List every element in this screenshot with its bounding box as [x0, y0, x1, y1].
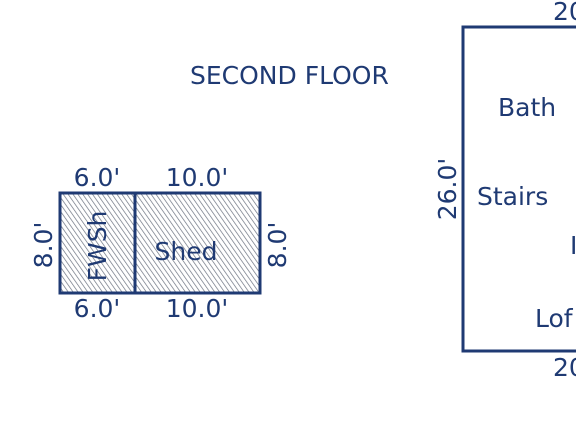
shed-outline: [133, 191, 262, 295]
fwsh-label: FWSh: [83, 211, 112, 282]
fwsh-area: [60, 193, 135, 293]
fwsh-bottom-dimension: 6.0': [74, 294, 121, 323]
fwsh-left-dimension: 8.0': [29, 222, 58, 269]
floor-title: SECOND FLOOR: [190, 61, 389, 90]
room-stairs: Stairs: [477, 182, 548, 211]
shed-label: Shed: [155, 237, 218, 266]
house-outline: [461, 25, 576, 353]
house-bottom-dimension: 20: [553, 353, 576, 382]
house-top-dimension: 20: [553, 0, 576, 26]
outbuilding: 6.0' 10.0' 6.0' 10.0' 8.0' 8.0' FWSh She…: [29, 163, 292, 323]
shed-right-dimension: 8.0': [263, 222, 292, 269]
room-partial-label: I: [570, 231, 576, 260]
room-bath: Bath: [498, 93, 556, 122]
house: 20 20 26.0' Bath Stairs I Lof: [433, 0, 576, 382]
house-left-dimension: 26.0': [433, 158, 462, 221]
room-loft: Lof: [535, 304, 574, 333]
shed-top-dimension: 10.0': [166, 163, 229, 192]
shed-area: [135, 193, 260, 293]
shed-bottom-dimension: 10.0': [166, 294, 229, 323]
fwsh-top-dimension: 6.0': [74, 163, 121, 192]
